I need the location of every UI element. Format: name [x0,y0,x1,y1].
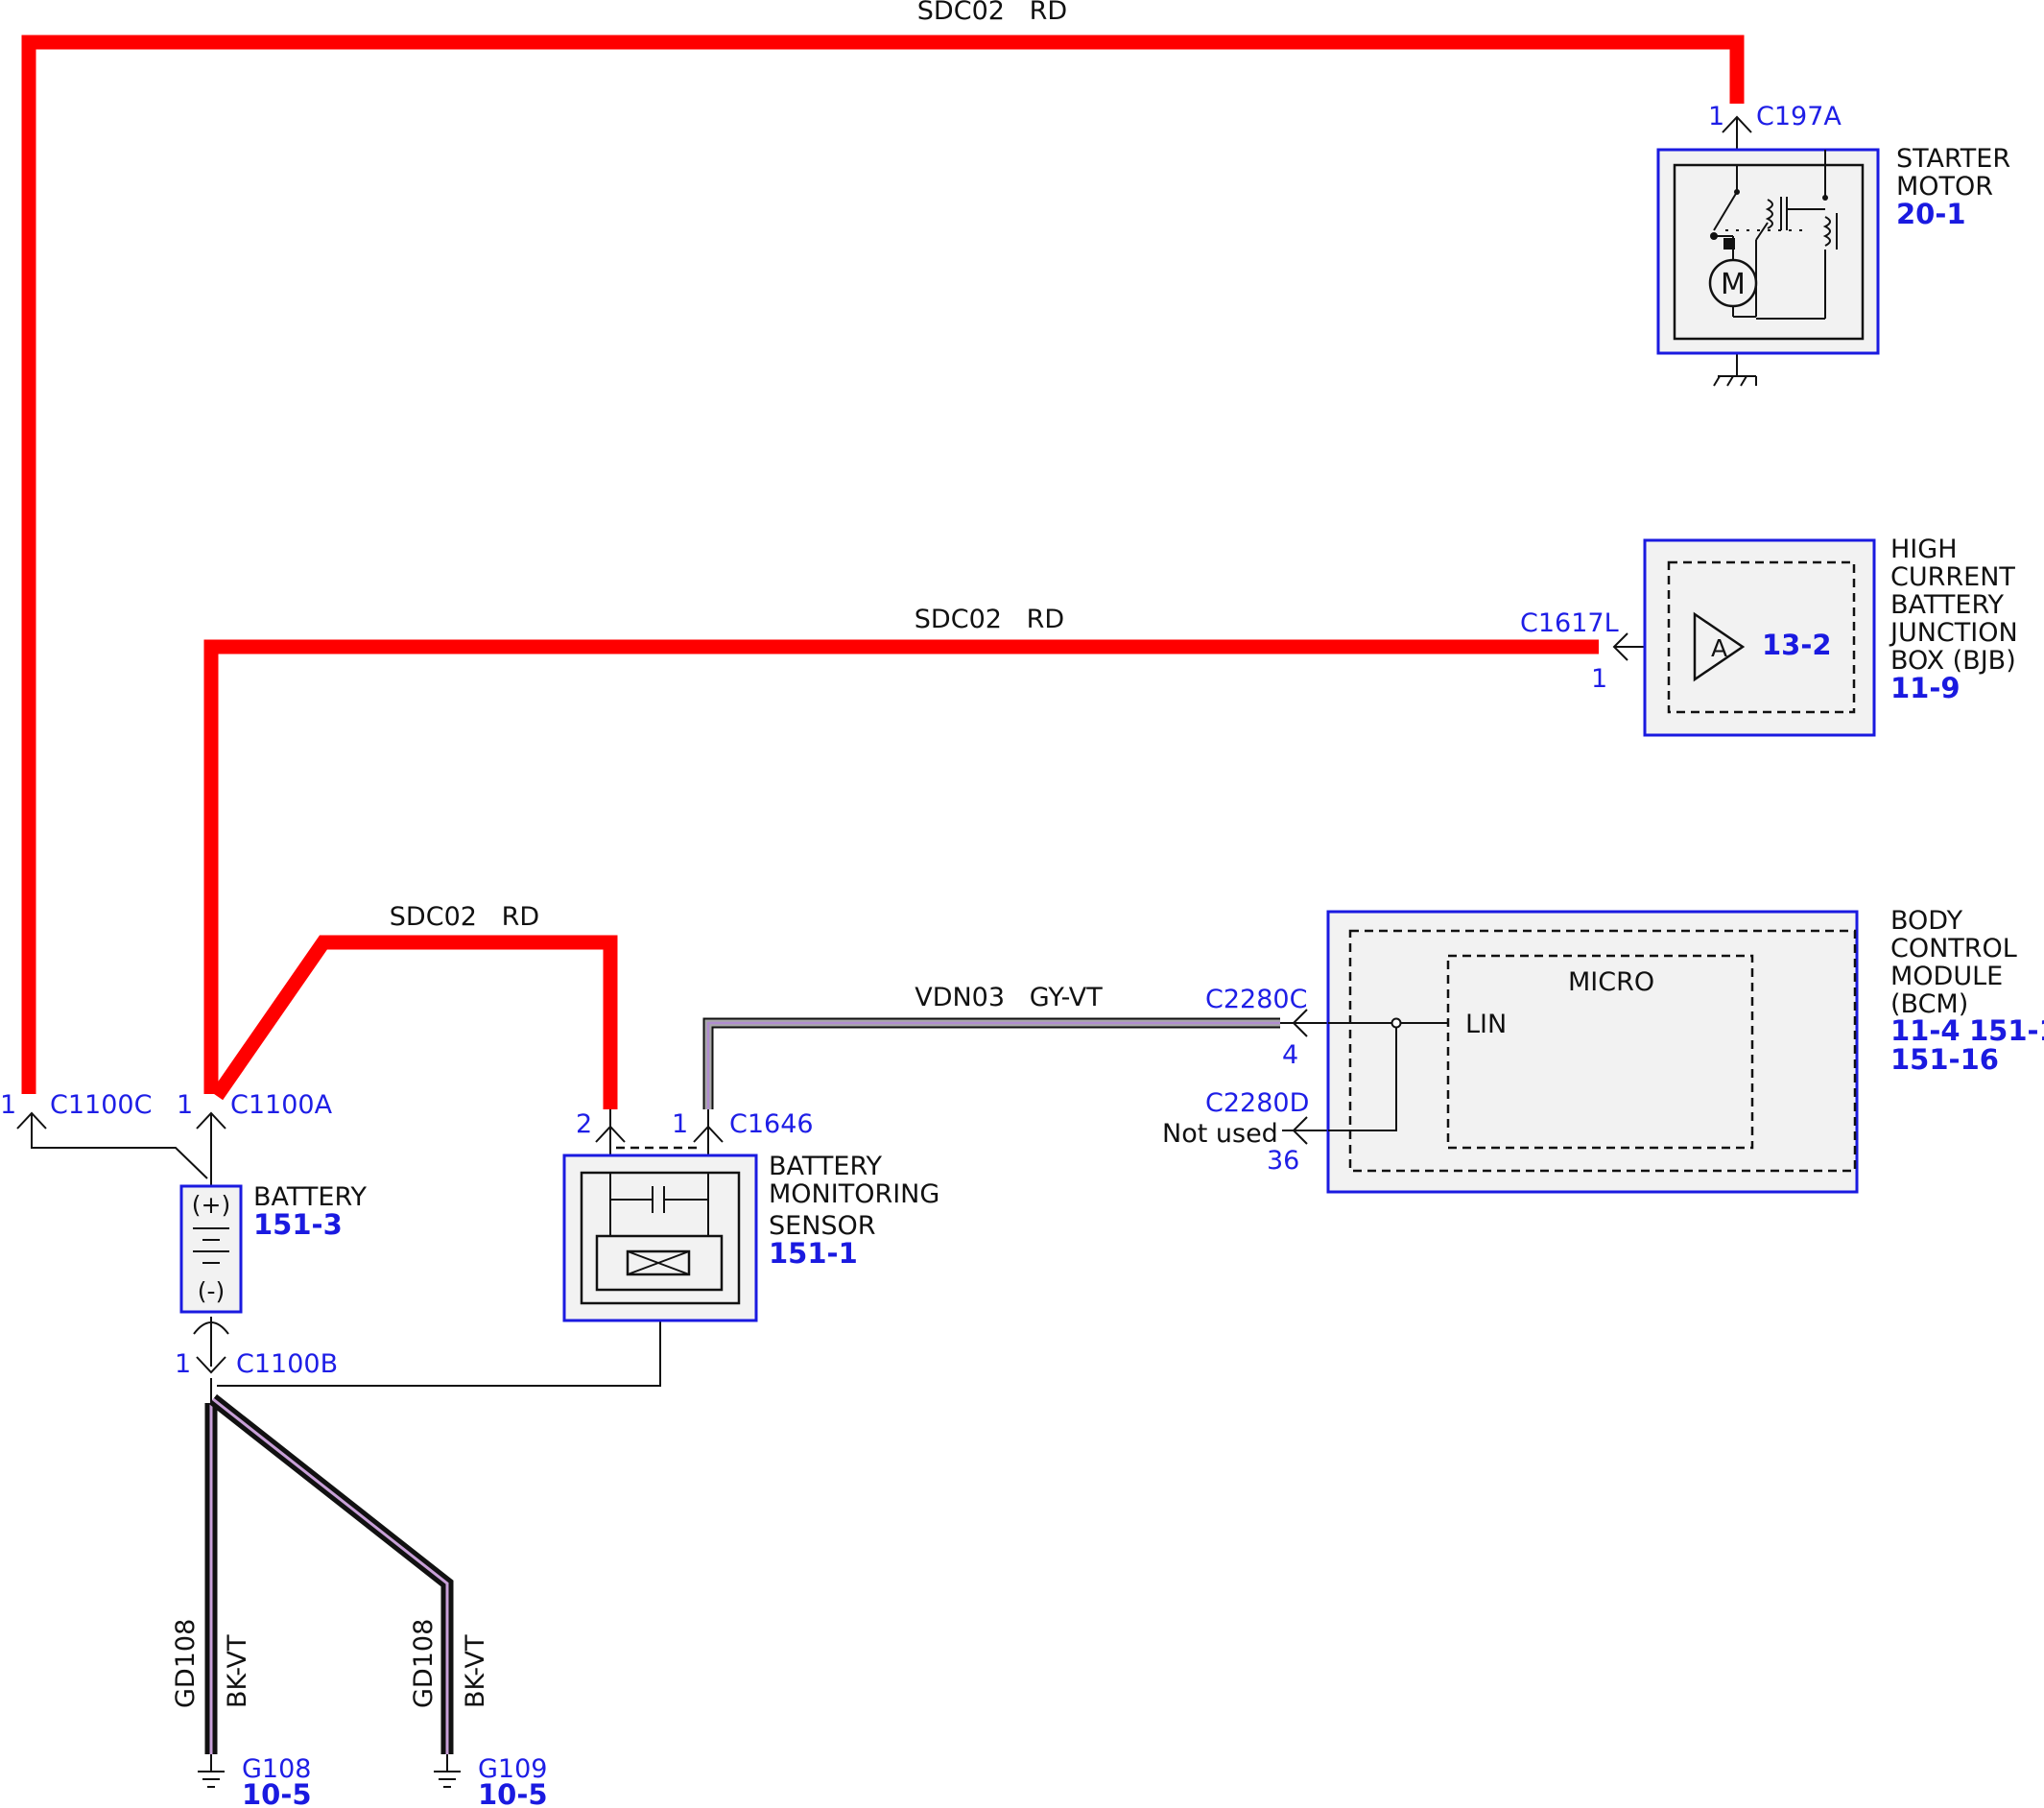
c197a-id[interactable]: C197A [1756,102,1842,131]
wire-gd108-g109[interactable] [208,1393,454,1754]
bcm-name-l1: BODY [1890,906,1963,936]
wire-label-gd108-circuit: GD108 [171,1619,201,1708]
wire-sdc02-bms[interactable] [210,935,618,1109]
starter-ground-icon [1713,375,1757,387]
connector-c1100a-symbol[interactable] [196,1111,226,1134]
bms-ref[interactable]: 151-1 [769,1237,858,1270]
bcm-name-l3: MODULE [1890,962,2003,991]
c1100b-id[interactable]: C1100B [236,1349,338,1379]
c2280d-pin: 36 [1267,1146,1299,1176]
c1100c-id[interactable]: C1100C [50,1090,152,1120]
c2280c-id[interactable]: C2280C [1205,985,1307,1014]
c2280d-id[interactable]: C2280D [1205,1088,1309,1118]
ground-g109-icon[interactable] [434,1754,461,1788]
motor-symbol-letter: M [1721,268,1746,301]
component-starter-motor[interactable]: M [1656,148,1880,387]
bjb-name-l5: BOX (BJB) [1890,646,2016,676]
line-c1100c-battery [31,1130,208,1179]
wire-sdc02-bjb[interactable] [203,639,1599,1094]
c2280c-pin: 4 [1282,1040,1298,1070]
shunt-resistor-icon [626,1249,691,1276]
c197a-pin: 1 [1708,102,1724,131]
wire-label-bms: SDC02 RD [390,902,539,932]
g108-ref[interactable]: 10-5 [242,1778,312,1808]
component-battery[interactable]: (+) (-) [179,1184,243,1314]
bcm-micro-label: MICRO [1568,967,1654,997]
c1617l-id[interactable]: C1617L [1520,608,1619,638]
connector-c2280c-symbol[interactable] [1280,1009,1328,1037]
battery-plus-label: (+) [192,1191,230,1219]
component-bjb[interactable]: A 13-2 [1643,538,1876,737]
starter-name-l2: MOTOR [1896,172,1993,202]
bcm-ref-3[interactable]: 151-16 [1890,1043,1999,1076]
bjb-internal-ref[interactable]: 13-2 [1762,629,1832,661]
connector-c2280d-symbol[interactable] [1282,1116,1328,1145]
c1646-pin-b: 1 [672,1109,688,1139]
c1100a-id[interactable]: C1100A [230,1090,333,1120]
c1646-pin-a: 2 [576,1109,592,1139]
wire-label-gd108-color: BK-VT [223,1634,252,1708]
wire-label-top: SDC02 RD [917,0,1067,26]
component-bms[interactable] [562,1146,758,1322]
c1100a-pin: 1 [177,1090,193,1120]
bms-name-l1: BATTERY [769,1152,883,1181]
c1646-id[interactable]: C1646 [729,1109,814,1139]
wire-sdc02-top[interactable] [21,35,1745,1094]
starter-name-l1: STARTER [1896,144,2010,174]
battery-cells-icon [193,1227,229,1264]
starter-ref[interactable]: 20-1 [1896,198,1966,230]
c2280d-note: Not used [1162,1119,1278,1149]
battery-ref[interactable]: 151-3 [253,1208,343,1241]
bjb-name-l2: CURRENT [1890,562,2015,592]
battery-name: BATTERY [253,1182,368,1212]
bcm-ref-2[interactable]: 151-1 [1969,1014,2044,1047]
bjb-name-l1: HIGH [1890,535,1958,564]
component-bcm[interactable]: MICRO LIN [1326,910,1859,1194]
bjb-name-l3: BATTERY [1890,590,2005,620]
g109-id[interactable]: G109 [478,1754,547,1784]
bjb-ref[interactable]: 11-9 [1890,672,1961,704]
amplifier-triangle-icon [1693,611,1746,682]
wire-label-gd109-color: BK-VT [461,1634,490,1708]
bcm-name-l4: (BCM) [1890,989,1968,1019]
bms-name-l3: SENSOR [769,1211,876,1241]
connector-c1100b-symbol[interactable] [193,1321,229,1374]
c1100c-pin: 1 [0,1090,16,1120]
bjb-internal-symbol: A [1711,634,1727,662]
c1100b-pin: 1 [175,1349,191,1379]
g109-ref[interactable]: 10-5 [478,1778,548,1808]
wire-label-gd109-circuit: GD108 [409,1619,439,1708]
wire-label-lin: VDN03 GY-VT [915,983,1103,1012]
battery-minus-label: (-) [198,1277,226,1305]
connector-c1100c-symbol[interactable] [16,1111,47,1132]
c1617l-pin: 1 [1591,664,1607,694]
ground-g108-icon[interactable] [198,1754,225,1788]
g108-id[interactable]: G108 [242,1754,311,1784]
wire-label-bjb: SDC02 RD [915,605,1064,634]
wire-vdn03-lin[interactable] [702,1017,1280,1109]
line-bms-ground [217,1320,661,1387]
bms-name-l2: MONITORING [769,1179,939,1209]
bcm-name-l2: CONTROL [1890,934,2017,963]
bcm-ref-1[interactable]: 11-4 [1890,1014,1961,1047]
bcm-lin-label: LIN [1465,1010,1507,1039]
bjb-name-l4: JUNCTION [1889,618,2018,648]
